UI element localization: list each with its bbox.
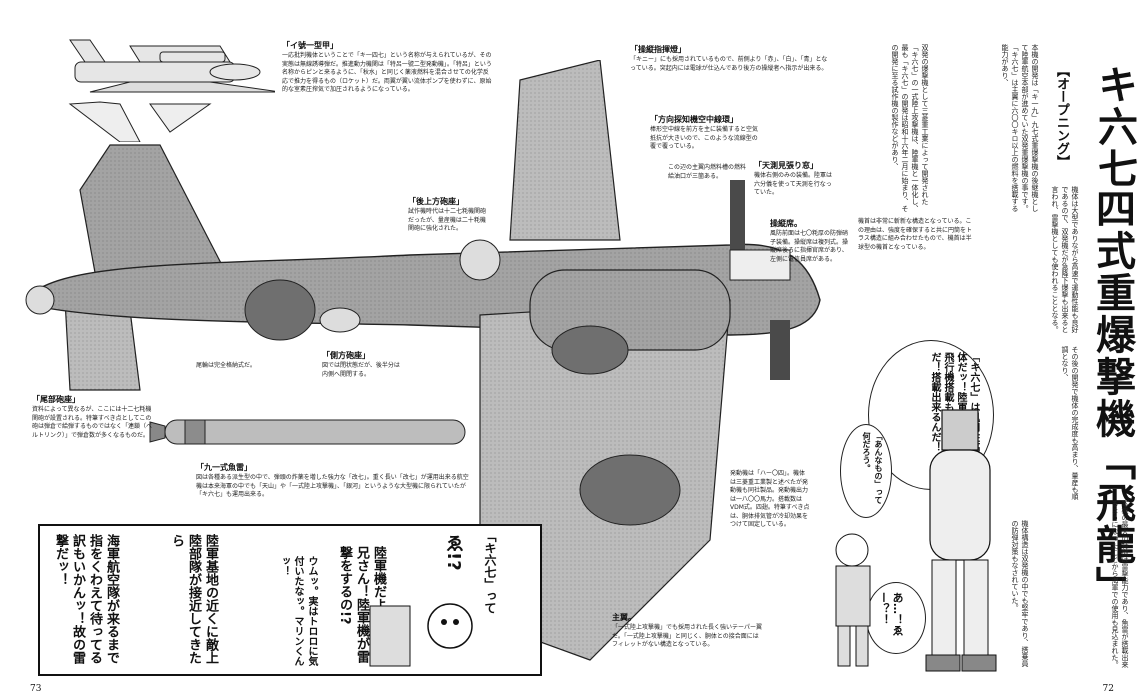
section-label: 【オープニング】 bbox=[1054, 64, 1069, 168]
side-gun-label: 「側方砲座」 bbox=[322, 351, 370, 360]
nose-text: 機首は非常に斬新な構造となっている。この理由は、強度を確保すると共に円筒をトラス… bbox=[858, 218, 973, 251]
tail-gun-text: 資料によって異なるが、ここには十二七粍機関砲が設置される。特筆すべき点としてこの… bbox=[32, 406, 153, 439]
wing-text: 「一式陸上攻撃機」でも採用された長く強いテーパー翼だ。「一式陸上攻撃機」と同じく… bbox=[612, 624, 762, 648]
wing-label: 主翼。 bbox=[612, 613, 636, 622]
speech-bubble-c bbox=[866, 582, 926, 654]
engine-text: 発動機は「ハー〇四」。機体は三菱重工業製と述べたが発動機も同社製品。発動機出力は… bbox=[730, 470, 810, 528]
direction-text: 棒形空中線を前方を主に装備すると空気抵抗が大きいので、このような流線型の覆で覆っ… bbox=[650, 126, 759, 150]
direction-label: 「方向探知機空中線環」 bbox=[650, 115, 738, 124]
tail-gun-label: 「尾部砲座」 bbox=[32, 395, 80, 404]
igo-label: 「イ號一型甲」 bbox=[282, 41, 338, 50]
torpedo-drawing bbox=[149, 419, 466, 445]
body-column-2: 本機の開発は「キ一九」九七式重爆撃機の後継機として陸軍航空本部が進めていた双発重… bbox=[1001, 44, 1039, 212]
fuel-text: この辺の主翼内燃料槽の燃料給油口が三箇ある。 bbox=[668, 164, 747, 180]
sky-window-text: 機体右側のみの装備。陸軍は六分儀を使って天測を行なっていた。 bbox=[754, 172, 833, 196]
comic-characters bbox=[369, 603, 473, 667]
page-number-left: 73 bbox=[30, 684, 42, 694]
comic-bubble-3: ウムッ。実はトロロに気付いたなッ。マリンくんッ！ bbox=[278, 556, 317, 666]
speech-text-b: 「あんなもの」って何だろう。 bbox=[862, 432, 883, 504]
body-column-5: 本機の最大の特徴は雷撃能力であり、魚雷が搭載出来るようになったことから海軍での使… bbox=[1111, 500, 1129, 668]
igo-text: 一応批判機体ということで「キ一四七」という名称が与えられているが、その実態は無線… bbox=[282, 52, 492, 93]
side-gun-text: 図では閉状態だが、後半分は内側へ開閉する。 bbox=[322, 362, 400, 378]
title-main: 四式重爆撃機「飛龍」 bbox=[1089, 188, 1135, 608]
torpedo-label: 「九一式魚雷」 bbox=[196, 463, 252, 472]
speech-bubble-b bbox=[840, 424, 892, 518]
body-column-4: その後の開発で機体の完成度も高まり、量産も順調となり、 bbox=[1061, 346, 1079, 500]
sky-window-label: 「天測見張り窓」 bbox=[754, 161, 818, 170]
ki67-aircraft-drawing bbox=[25, 60, 821, 661]
title-kiname: キ六七 bbox=[1091, 64, 1137, 190]
bomb-sight-label: 「操縦指揮燈」 bbox=[630, 45, 686, 54]
comic-bubble-6: ゑ!? bbox=[443, 534, 464, 571]
body-column-3: 機体は大型でありながら高速で運動性能も良好であるので、双発機だが急降下爆撃も出来… bbox=[1051, 186, 1079, 333]
body-column-6: 機体構造は双発機の中でも堅牢であり、搭乗員の防弾対策もなされていた。 bbox=[1011, 520, 1029, 667]
speech-text-c: あ…！ゑー？！ bbox=[877, 592, 904, 636]
tail-note-text: 尾輪は完全格納式だ。 bbox=[196, 362, 256, 369]
comic-bubble-5: 「キ六七」って bbox=[483, 530, 497, 614]
rear-gun-text: 試作機時代は十二七粍機関砲だったが、量産機は二十粍機関砲に強化された。 bbox=[408, 208, 487, 232]
missile-drawing bbox=[68, 39, 275, 142]
comic-panel: 海軍航空隊が来るまで指をくわえて待ってる訳もいかんッ！故の雷撃だッ！ 陸軍基地の… bbox=[38, 524, 542, 676]
comic-bubble-1: 海軍航空隊が来るまで指をくわえて待ってる訳もいかんッ！故の雷撃だッ！ bbox=[53, 534, 119, 664]
page-number-right: 72 bbox=[1102, 684, 1114, 694]
torpedo-text: 図は各種ある派生型の中で、弾頭の炸薬を増した強力な「改七」。重く長い「改七」が運… bbox=[196, 474, 469, 498]
characters-illustration bbox=[835, 409, 997, 672]
bomb-sight-text: 「キニー」にも採用されているもので、前側より「赤」、「白」、「青」となっている。… bbox=[630, 56, 828, 72]
rear-gun-label: 「後上方砲座」 bbox=[408, 197, 464, 206]
body-column-1: 双発の爆撃機として三菱重工業によって開発された「キ六七」の一式陸上攻撃機は、陸軍… bbox=[891, 44, 929, 212]
comic-bubble-2: 陸軍基地の近くに敵上陸部隊が接近してきたら bbox=[169, 534, 218, 664]
cockpit-text: 風防前面は七〇粍厚の防弾硝子装備。操縦席は複列式。操縦席後ろに指揮官席があり、左… bbox=[770, 230, 849, 263]
cockpit-label: 操縦席。 bbox=[770, 219, 802, 228]
